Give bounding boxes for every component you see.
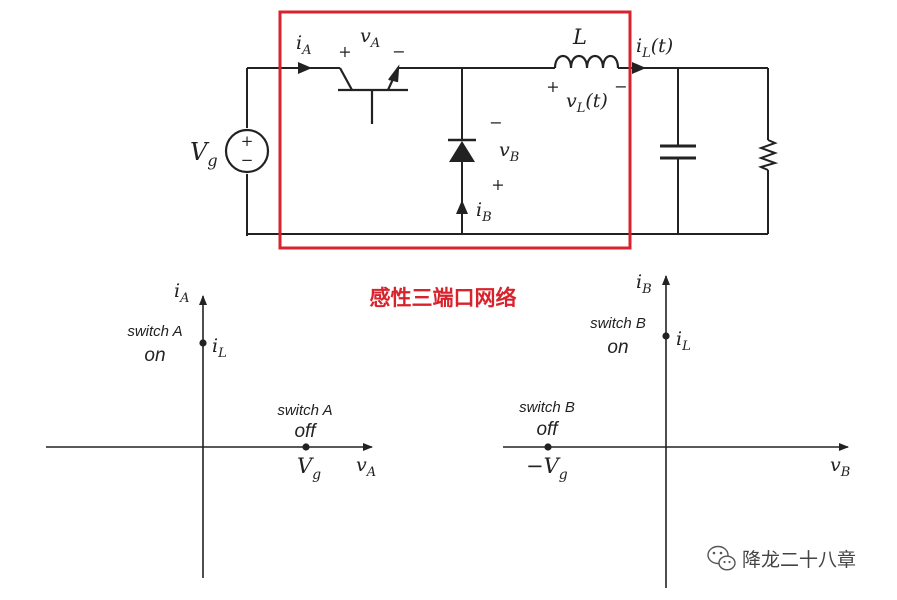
ib-arrow-icon bbox=[456, 200, 468, 214]
vb-minus: − bbox=[489, 113, 502, 132]
va-minus: − bbox=[392, 42, 405, 61]
plot-b-off-point bbox=[544, 443, 552, 451]
plot-b-on-value: iL bbox=[676, 328, 691, 354]
vb-plus: + bbox=[491, 175, 504, 194]
ia-arrow-icon bbox=[298, 62, 312, 74]
ia-label: iA bbox=[296, 32, 311, 58]
source-minus: − bbox=[241, 151, 254, 169]
source-plus: + bbox=[241, 132, 254, 150]
va-plus: + bbox=[338, 42, 351, 61]
vb-label: vB bbox=[499, 139, 519, 165]
plot-a-on-label-line2: on bbox=[144, 345, 165, 366]
plot-b-on-label-line2: on bbox=[607, 337, 628, 358]
plot-a-x-axis-label: vA bbox=[356, 454, 376, 480]
plot-a-off-label-line1: switch A bbox=[277, 402, 332, 419]
plot-a-on-label-line1: switch A bbox=[127, 323, 182, 340]
inductor-label: L bbox=[572, 25, 587, 49]
watermark-text: 降龙二十八章 bbox=[742, 549, 856, 571]
switch-b-characteristic-plot: iB vB switch B on iL switch B off −Vg bbox=[503, 271, 850, 588]
va-label: vA bbox=[360, 25, 380, 51]
plot-b-on-label-line1: switch B bbox=[590, 315, 646, 332]
plot-b-y-axis-label: iB bbox=[636, 271, 652, 297]
il-label: iL(t) bbox=[636, 35, 673, 61]
plot-a-off-label-line2: off bbox=[294, 421, 317, 442]
diode-icon bbox=[448, 138, 476, 162]
plot-b-off-value: −Vg bbox=[526, 454, 568, 483]
plot-b-on-point bbox=[662, 332, 670, 340]
plot-b-off-label-line1: switch B bbox=[519, 399, 575, 416]
vl-label: vL(t) bbox=[566, 90, 608, 116]
vl-plus: + bbox=[546, 77, 559, 96]
transistor-icon bbox=[338, 64, 408, 124]
watermark: 降龙二十八章 bbox=[707, 545, 856, 571]
plot-a-off-point bbox=[302, 443, 310, 451]
plot-b-x-axis-label: vB bbox=[830, 454, 850, 480]
three-terminal-network-highlight bbox=[278, 10, 632, 250]
plot-a-y-axis-label: iA bbox=[174, 280, 189, 306]
plot-a-off-value: Vg bbox=[297, 454, 321, 483]
vl-minus: − bbox=[614, 77, 627, 96]
il-arrow-icon bbox=[632, 62, 646, 74]
inductor-icon bbox=[553, 54, 620, 69]
capacitor-icon bbox=[660, 144, 696, 160]
source-label: Vg bbox=[190, 138, 218, 170]
plot-a-on-value: iL bbox=[212, 335, 227, 361]
wechat-icon bbox=[707, 545, 736, 571]
plot-b-off-label-line2: off bbox=[536, 419, 559, 440]
resistor-icon bbox=[758, 139, 779, 171]
switch-a-characteristic-plot: iA vA switch A on iL switch A off Vg bbox=[46, 280, 376, 578]
plot-a-on-point bbox=[199, 339, 207, 347]
ib-label: iB bbox=[476, 199, 492, 225]
voltage-source-icon: + − bbox=[224, 128, 270, 174]
highlight-caption: 感性三端口网络 bbox=[370, 286, 517, 310]
